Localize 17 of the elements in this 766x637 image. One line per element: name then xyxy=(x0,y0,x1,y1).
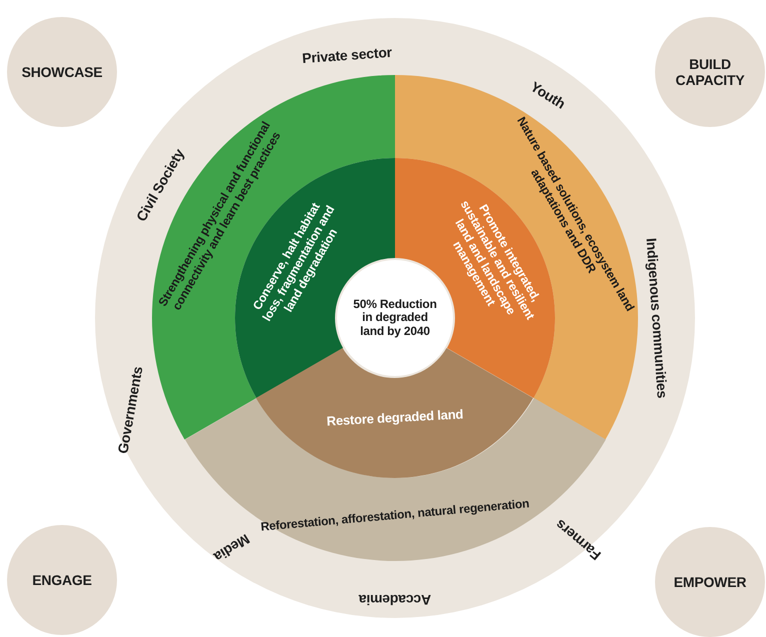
action-label: ENGAGE xyxy=(31,572,93,588)
action-circle xyxy=(655,17,765,127)
action-label: BUILD CAPACITY xyxy=(674,56,746,88)
action-circle xyxy=(655,527,765,637)
segment-text: Restore degraded land xyxy=(325,406,465,430)
ring-segment xyxy=(184,398,606,561)
stakeholder-label: Indigenous communities xyxy=(642,236,672,401)
center-text: 50% Reduction in degraded land by 2040 xyxy=(352,298,438,339)
stakeholder-label: Accademia xyxy=(358,592,432,608)
center-circle xyxy=(337,260,453,376)
segment-text: Reforestation, afforestation, natural regeneration xyxy=(259,495,531,536)
action-label: SHOWCASE xyxy=(20,64,104,80)
action-label: EMPOWER xyxy=(672,574,748,590)
ring-segment xyxy=(256,348,534,478)
action-circle xyxy=(7,17,117,127)
action-circle xyxy=(7,525,117,635)
stakeholder-label: Private sector xyxy=(300,42,394,68)
